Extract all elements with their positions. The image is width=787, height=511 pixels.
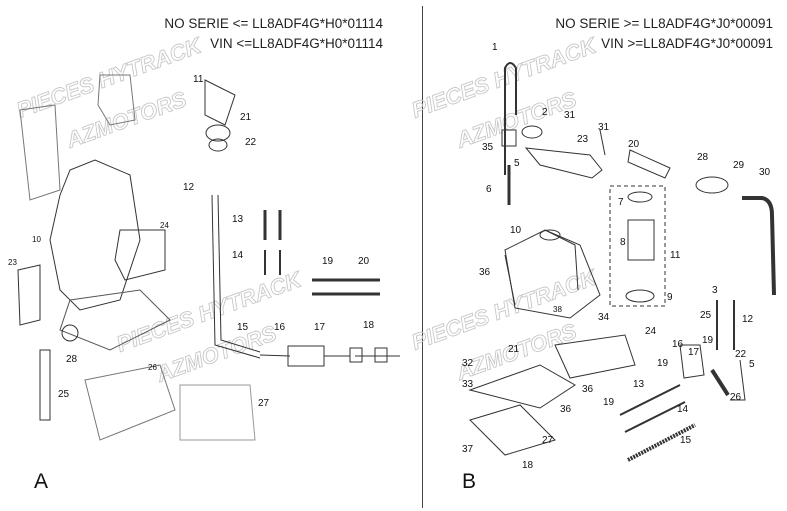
panel-a-vin: VIN <=LL8ADF4G*H0*01114: [210, 36, 383, 51]
panel-b-header: NO SERIE >= LL8ADF4G*J0*00091 VIN >=LL8A…: [555, 14, 773, 54]
panel-a-letter: A: [34, 470, 49, 493]
watermark: PIECES HYTRACK AZMOTORS PIECES HYTRACK A…: [13, 32, 602, 388]
callout-label: 36: [582, 384, 594, 395]
panel-b-parts: [468, 62, 776, 462]
callout-label: 12: [183, 182, 195, 193]
callout-label: 27: [542, 435, 554, 446]
callout-label: 21: [508, 344, 520, 355]
callout-label: 15: [680, 435, 692, 446]
panel-a-labels: 11 21 22 12 13 14 24 10 23 19 20 15 16 1…: [8, 74, 375, 409]
panel-divider: [422, 6, 423, 508]
callout-label: 35: [482, 142, 494, 153]
callout-label: 9: [667, 292, 673, 303]
callout-label: 25: [58, 389, 70, 400]
callout-label: 20: [358, 256, 370, 267]
panel-b-serial: NO SERIE >= LL8ADF4G*J0*00091: [555, 16, 773, 31]
callout-label: 33: [462, 379, 474, 390]
callout-label: 36: [479, 267, 491, 278]
callout-label: 19: [603, 397, 615, 408]
panel-b-labels: 1 2 31 31 23 35 5 20 28 29 30 6 7 10 8 1…: [462, 42, 771, 471]
callout-label: 31: [564, 110, 576, 121]
callout-label: 18: [522, 460, 534, 471]
callout-label: 10: [32, 235, 41, 244]
callout-label: 5: [749, 359, 755, 370]
callout-label: 18: [363, 320, 375, 331]
callout-label: 5: [514, 158, 520, 169]
callout-label: 28: [697, 152, 709, 163]
callout-label: 24: [160, 221, 169, 230]
callout-label: 32: [462, 358, 474, 369]
callout-label: 14: [232, 250, 244, 261]
callout-label: 31: [598, 122, 610, 133]
callout-label: 15: [237, 322, 249, 333]
callout-label: 8: [620, 237, 626, 248]
callout-label: 23: [8, 258, 17, 267]
callout-label: 27: [258, 398, 270, 409]
callout-label: 21: [240, 112, 252, 123]
callout-label: 22: [735, 349, 747, 360]
callout-label: 30: [759, 167, 771, 178]
callout-label: 22: [245, 137, 257, 148]
callout-label: 20: [628, 139, 640, 150]
callout-label: 3: [712, 285, 718, 296]
callout-label: 11: [193, 74, 204, 85]
callout-label: 16: [672, 339, 684, 350]
callout-label: 34: [598, 312, 610, 323]
callout-label: 11: [670, 250, 681, 261]
callout-label: 19: [657, 358, 669, 369]
callout-label: 17: [688, 347, 700, 358]
callout-label: 25: [700, 310, 712, 321]
callout-label: 7: [618, 197, 624, 208]
panel-b-letter: B: [462, 470, 477, 493]
panel-b-vin: VIN >=LL8ADF4G*J0*00091: [601, 36, 773, 51]
callout-label: 16: [274, 322, 286, 333]
callout-label: 19: [702, 335, 714, 346]
callout-label: 6: [486, 184, 492, 195]
callout-label: 13: [232, 214, 244, 225]
callout-label: 12: [742, 314, 754, 325]
panel-a-serial: NO SERIE <= LL8ADF4G*H0*01114: [164, 16, 383, 31]
callout-label: 13: [633, 379, 645, 390]
callout-label: 37: [462, 444, 474, 455]
callout-label: 28: [66, 354, 78, 365]
callout-label: 38: [553, 305, 562, 314]
callout-label: 23: [577, 134, 589, 145]
callout-label: 1: [492, 42, 498, 53]
panel-a-header: NO SERIE <= LL8ADF4G*H0*01114 VIN <=LL8A…: [164, 14, 383, 54]
callout-label: 17: [314, 322, 326, 333]
callout-label: 19: [322, 256, 334, 267]
callout-label: 14: [677, 404, 689, 415]
callout-label: 24: [645, 326, 657, 337]
callout-label: 26: [730, 392, 742, 403]
callout-label: 36: [560, 404, 572, 415]
callout-label: 2: [542, 107, 548, 118]
callout-label: 29: [733, 160, 745, 171]
callout-label: 26: [148, 363, 157, 372]
callout-label: 10: [510, 225, 522, 236]
panel-a-parts: [17, 74, 400, 441]
